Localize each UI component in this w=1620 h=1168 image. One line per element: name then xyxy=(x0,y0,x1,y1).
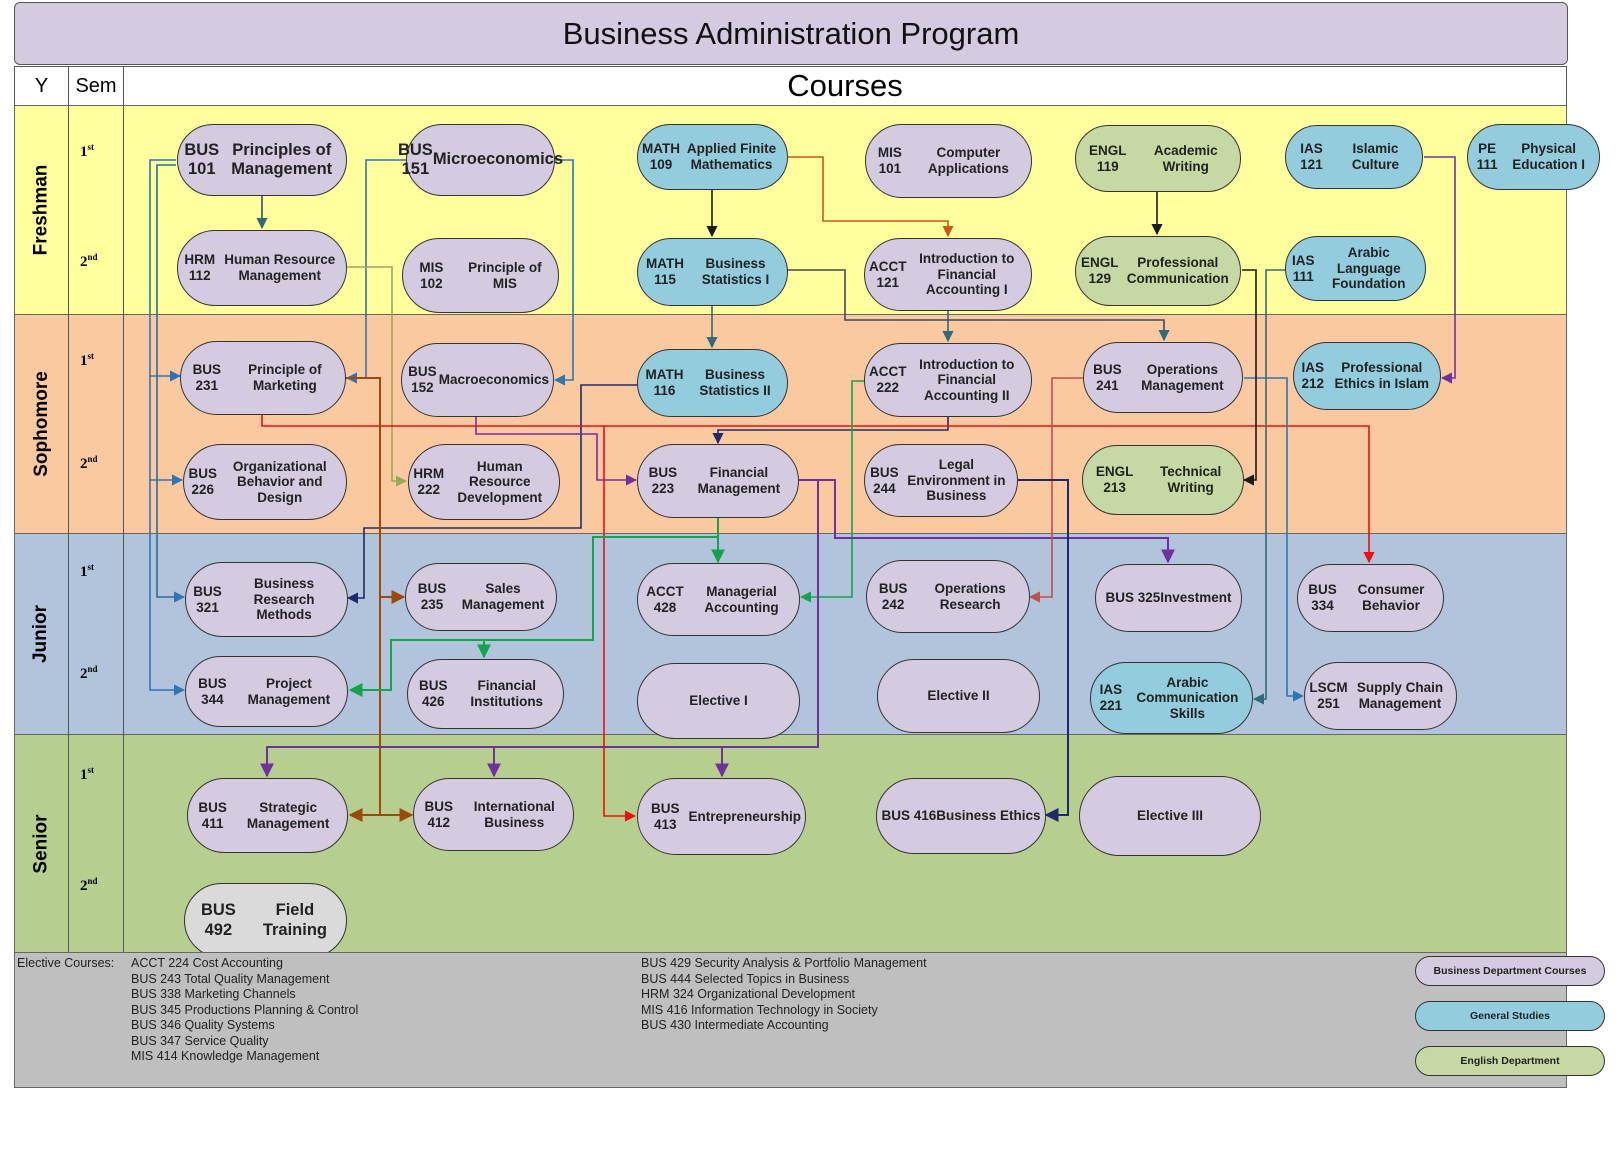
year-divider xyxy=(68,105,69,953)
semester-label-first: 1st xyxy=(80,562,94,580)
electives-column-1: ACCT 224 Cost Accounting BUS 243 Total Q… xyxy=(131,956,358,1065)
semester-label-first: 1st xyxy=(80,765,94,783)
courses-column-header: Courses xyxy=(123,66,1567,106)
elective-item: HRM 324 Organizational Development xyxy=(641,987,855,1001)
legend-english-department: English Department xyxy=(1415,1046,1605,1076)
year-label-junior: Junior xyxy=(30,604,52,664)
course-elective1[interactable]: Elective I xyxy=(637,663,800,739)
electives-title: Elective Courses: xyxy=(17,956,115,970)
semester-divider xyxy=(123,105,124,953)
elective-item: BUS 347 Service Quality xyxy=(131,1033,269,1048)
elective-item: ACCT 224 Cost Accounting xyxy=(131,956,283,970)
elective-item: BUS 444 Selected Topics in Business xyxy=(641,971,850,986)
course-elective2[interactable]: Elective II xyxy=(877,659,1040,733)
semester-label-second: 2nd xyxy=(80,876,98,894)
electives-footer: Elective Courses: ACCT 224 Cost Accounti… xyxy=(14,952,1605,1088)
course-elective3[interactable]: Elective III xyxy=(1079,776,1261,856)
elective-item: BUS 345 Productions Planning & Control xyxy=(131,1002,359,1017)
elective-item: BUS 338 Marketing Channels xyxy=(131,987,296,1001)
year-label-sophomore: Sophomore xyxy=(30,371,52,477)
legend-business-courses: Business Department Courses xyxy=(1415,956,1605,986)
elective-item: MIS 416 Information Technology in Societ… xyxy=(641,1002,878,1017)
year-label-senior: Senior xyxy=(30,813,52,874)
elective-item: BUS 430 Intermediate Accounting xyxy=(641,1018,829,1032)
semester-label-second: 2nd xyxy=(80,454,98,472)
electives-column-2: BUS 429 Security Analysis & Portfolio Ma… xyxy=(641,956,927,1034)
year-column-header: Y xyxy=(14,66,69,106)
legend-general-studies: General Studies xyxy=(1415,1001,1605,1031)
semester-label-second: 2nd xyxy=(80,252,98,270)
year-label-freshman: Freshman xyxy=(30,164,52,256)
semester-label-first: 1st xyxy=(80,351,94,369)
semester-label-second: 2nd xyxy=(80,664,98,682)
elective-item: BUS 346 Quality Systems xyxy=(131,1018,275,1032)
semester-column-header: Sem xyxy=(68,66,124,106)
elective-item: MIS 414 Knowledge Management xyxy=(131,1049,320,1063)
page-title: Business Administration Program xyxy=(14,2,1568,65)
elective-item: BUS 243 Total Quality Management xyxy=(131,971,330,986)
semester-label-first: 1st xyxy=(80,142,94,160)
elective-item: BUS 429 Security Analysis & Portfolio Ma… xyxy=(641,956,927,970)
